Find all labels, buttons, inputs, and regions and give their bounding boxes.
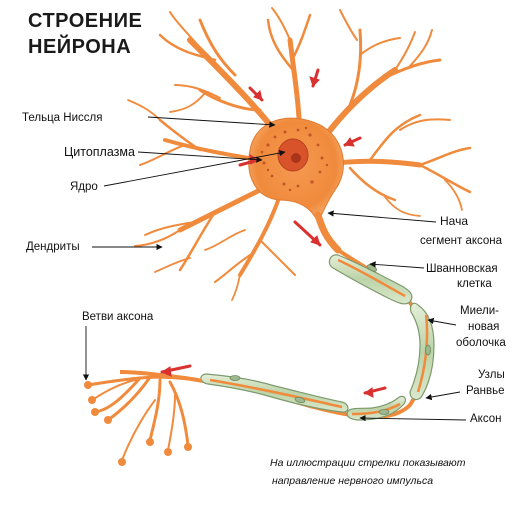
label-ranvier-1: Узлы [478, 369, 505, 381]
label-ranvier-2: Ранвье [466, 385, 505, 397]
label-cytoplasm: Цитоплазма [64, 145, 135, 159]
label-initial-segment-1: Нача [440, 214, 469, 228]
label-nucleus: Ядро [70, 181, 98, 193]
leader-lines [82, 116, 467, 422]
label-nissl-bodies: Тельца Ниссля [22, 112, 103, 124]
label-schwann-cell-2: клетка [457, 278, 492, 290]
myelin-sheath [200, 254, 435, 421]
label-myelin-1: Миели- [460, 305, 499, 317]
label-dendrites: Дендриты [26, 241, 80, 253]
nucleolus [291, 153, 301, 163]
impulse-arrows [160, 68, 387, 398]
label-axon-branches: Ветви аксона [82, 311, 154, 323]
axon-terminals [84, 381, 192, 466]
axon-branches [86, 375, 202, 461]
diagram-title-line2: НЕЙРОНА [28, 36, 132, 58]
soma [248, 117, 344, 254]
axon-initial-segment [314, 211, 342, 254]
label-myelin-3: оболочка [456, 337, 506, 349]
note-line2: направление нервного импульса [272, 475, 434, 487]
label-myelin-2: новая [468, 321, 500, 333]
nissl-bodies [260, 126, 329, 192]
label-schwann-cell-1: Шванновская [426, 263, 498, 275]
label-initial-segment-2: сегмент аксона [420, 235, 503, 247]
schwann-cell-3 [346, 395, 407, 421]
label-axon: Аксон [470, 413, 502, 425]
note-line1: На иллюстрации стрелки показывают [270, 457, 466, 469]
diagram-title-line1: СТРОЕНИЕ [28, 10, 143, 32]
